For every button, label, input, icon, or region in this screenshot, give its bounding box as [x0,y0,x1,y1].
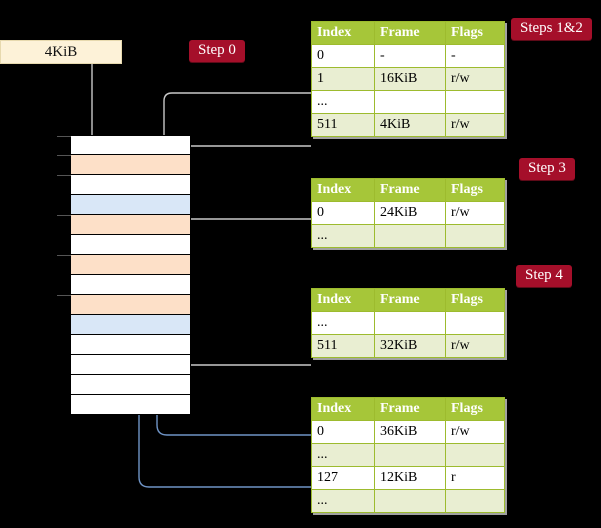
cell-frame [374,443,446,467]
cell-flags: r/w [445,201,505,225]
memory-frame-row [70,395,191,415]
cell-frame: 36KiB [374,420,446,444]
column-header-frame: Frame [374,21,446,45]
column-header-index: Index [311,288,375,312]
cell-index: 0 [311,44,375,68]
cell-frame [374,311,446,335]
column-header-flags: Flags [445,178,505,202]
cell-flags: r/w [445,67,505,91]
table-row: 0-- [311,44,505,68]
column-header-index: Index [311,178,375,202]
cell-flags [445,443,505,467]
memory-frame-row [57,255,191,275]
memory-row-tick [57,175,71,176]
cell-index: ... [311,224,375,248]
cell-flags: r/w [445,113,505,137]
cell-index: 0 [311,201,375,225]
cell-index: ... [311,489,375,513]
column-header-flags: Flags [445,21,505,45]
cell-index: 511 [311,334,375,358]
column-header-flags: Flags [445,397,505,421]
cell-frame [374,489,446,513]
virtual-address-box: 4KiB [0,40,122,64]
memory-frame-row [70,275,191,295]
cell-frame: 16KiB [374,67,446,91]
cell-index: 127 [311,466,375,490]
memory-frame-row [57,295,191,315]
table-row: ... [311,489,505,513]
memory-frame-row [70,235,191,255]
memory-frame-row [70,315,191,335]
column-header-index: Index [311,397,375,421]
memory-frame-row [57,155,191,175]
memory-row-tick [57,215,71,216]
cell-frame: 32KiB [374,334,446,358]
wire-pd-to-mem [168,294,311,366]
cell-frame: 4KiB [374,113,446,137]
cell-index: ... [311,311,375,335]
cell-frame [374,90,446,114]
memory-frame-row [70,195,191,215]
table-row: ... [311,443,505,467]
column-header-flags: Flags [445,288,505,312]
virtual-address-label: 4KiB [44,44,78,60]
physical-memory-grid [57,135,191,415]
cell-flags [445,489,505,513]
column-header-frame: Frame [374,397,446,421]
cell-frame: 24KiB [374,201,446,225]
badge-step-3: Step 3 [519,158,575,180]
cell-index: 511 [311,113,375,137]
cell-flags: r [445,466,505,490]
memory-frame-row [57,175,191,195]
cell-flags: r/w [445,334,505,358]
cell-flags: r/w [445,420,505,444]
table-row: ... [311,224,505,248]
cell-frame: 12KiB [374,466,446,490]
column-header-frame: Frame [374,178,446,202]
badge-step-4: Step 4 [516,265,572,287]
memory-frame-row [57,135,191,155]
memory-row-tick [57,255,71,256]
wire-pdpt-to-mem [177,218,311,262]
column-header-frame: Frame [374,288,446,312]
cell-flags [445,311,505,335]
cell-frame: - [374,44,446,68]
cell-flags [445,90,505,114]
memory-frame-row [70,355,191,375]
cell-frame [374,224,446,248]
column-header-index: Index [311,21,375,45]
badge-steps-1-and-2: Steps 1&2 [511,18,592,40]
cell-index: 0 [311,420,375,444]
cell-index: ... [311,443,375,467]
cell-flags [445,224,505,248]
cell-index: ... [311,90,375,114]
badge-step-0: Step 0 [189,40,245,62]
table-row: ... [311,311,505,335]
memory-row-tick [57,155,71,156]
cell-index: 1 [311,67,375,91]
memory-row-tick [57,136,71,137]
memory-frame-row [70,335,191,355]
cell-flags: - [445,44,505,68]
memory-frame-row [57,215,191,235]
table-row: ... [311,90,505,114]
memory-frame-row [70,375,191,395]
memory-row-tick [57,295,71,296]
